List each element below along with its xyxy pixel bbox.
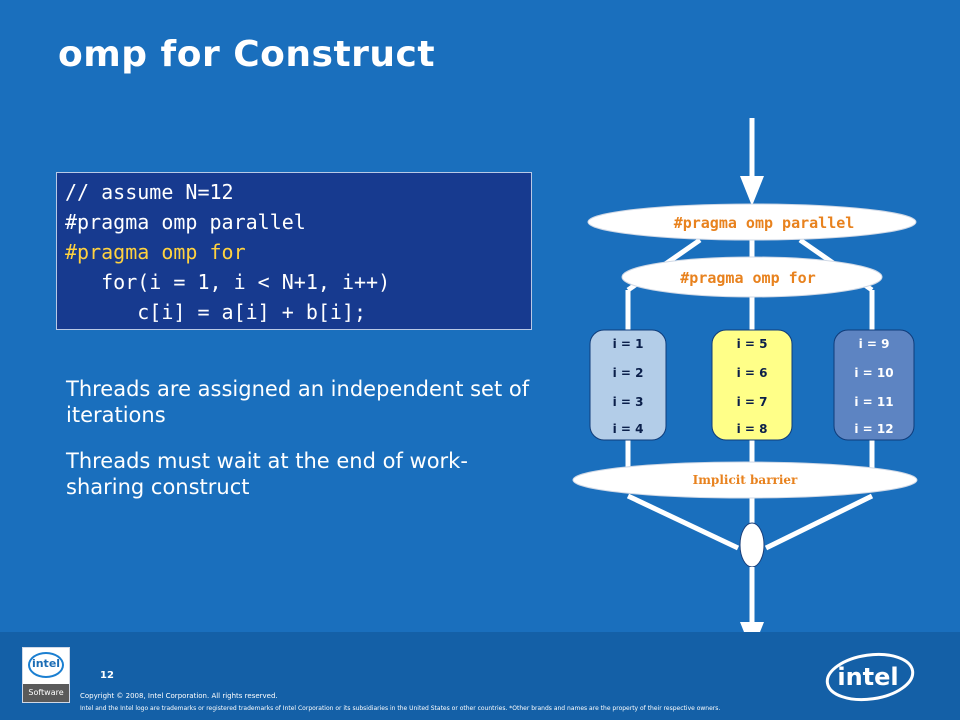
iteration-label: i = 6 bbox=[737, 366, 768, 380]
iteration-label: i = 1 bbox=[613, 337, 644, 351]
bullet-list: Threads are assigned an independent set … bbox=[66, 376, 536, 520]
iteration-label: i = 7 bbox=[737, 395, 768, 409]
code-line-3: #pragma omp for bbox=[65, 240, 246, 264]
page-number: 12 bbox=[100, 670, 114, 681]
iteration-label: i = 8 bbox=[737, 422, 768, 436]
intel-logo: intel bbox=[825, 652, 915, 702]
software-logo-ring-text: intel bbox=[31, 657, 61, 670]
parallel-region-ellipse: #pragma omp parallel bbox=[587, 203, 917, 241]
iteration-label: i = 11 bbox=[854, 395, 893, 409]
software-logo-label: Software bbox=[23, 684, 69, 702]
for-label: #pragma omp for bbox=[680, 269, 815, 287]
join-lines bbox=[626, 493, 874, 551]
slide-title: omp for Construct bbox=[58, 34, 436, 75]
iteration-label: i = 12 bbox=[854, 422, 893, 436]
code-box: // assume N=12 #pragma omp parallel #pra… bbox=[56, 172, 532, 330]
code-line-5: c[i] = a[i] + b[i]; bbox=[65, 300, 367, 324]
iteration-label: i = 9 bbox=[859, 337, 890, 351]
iteration-label: i = 2 bbox=[613, 366, 644, 380]
code-line-2: #pragma omp parallel bbox=[65, 210, 306, 234]
iteration-label: i = 4 bbox=[613, 422, 644, 436]
bullet-item: Threads are assigned an independent set … bbox=[66, 377, 530, 427]
copyright-text: Copyright © 2008, Intel Corporation. All… bbox=[80, 692, 278, 700]
intel-logo-text: intel bbox=[837, 663, 898, 691]
barrier-label: Implicit barrier bbox=[693, 473, 798, 487]
iteration-label: i = 3 bbox=[613, 395, 644, 409]
code-line-1: // assume N=12 bbox=[65, 180, 234, 204]
thread-box-1: i = 1 i = 2 i = 3 i = 4 bbox=[589, 329, 667, 441]
thread-box-2: i = 5 i = 6 i = 7 i = 8 bbox=[711, 329, 793, 441]
thread-box-3: i = 9 i = 10 i = 11 i = 12 bbox=[833, 329, 915, 441]
bullet-item: Threads must wait at the end of work-sha… bbox=[66, 449, 468, 499]
for-construct-ellipse: #pragma omp for bbox=[621, 256, 883, 298]
intel-ring-icon bbox=[28, 652, 64, 678]
parallel-label: #pragma omp parallel bbox=[674, 214, 855, 232]
iteration-label: i = 10 bbox=[854, 366, 893, 380]
intel-software-logo: intel Software bbox=[22, 647, 70, 703]
trademark-text: Intel and the Intel logo are trademarks … bbox=[80, 705, 721, 712]
incoming-arrow bbox=[740, 118, 764, 206]
iteration-label: i = 5 bbox=[737, 337, 768, 351]
code-line-4: for(i = 1, i < N+1, i++) bbox=[65, 270, 391, 294]
thread-lines bbox=[625, 290, 875, 470]
implicit-barrier-ellipse: Implicit barrier bbox=[572, 461, 918, 499]
join-node bbox=[739, 522, 765, 568]
footer-bar bbox=[0, 632, 960, 720]
